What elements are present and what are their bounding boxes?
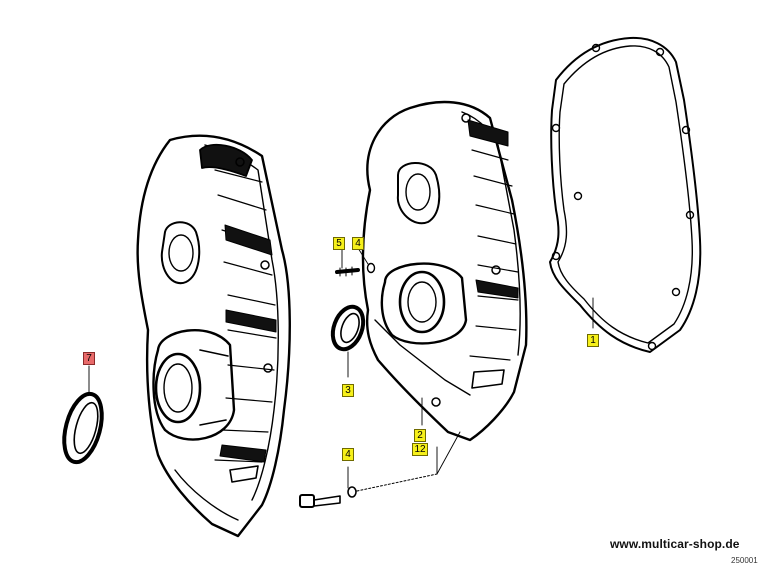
callout-7[interactable]: 7 [83, 352, 95, 365]
callout-4-long-bolt[interactable]: 4 [342, 448, 354, 461]
callout-4-small-screw[interactable]: 4 [352, 237, 364, 250]
callout-3[interactable]: 3 [342, 384, 354, 397]
website-watermark: www.multicar-shop.de [610, 537, 740, 551]
leader-lines [88, 247, 594, 489]
timing-cover-outer-view [136, 134, 291, 538]
callout-5[interactable]: 5 [333, 237, 345, 250]
drawing-number: 250001 [731, 556, 758, 565]
outer-seal-ring [62, 391, 104, 465]
callout-12[interactable]: 12 [412, 443, 428, 456]
gasket [549, 36, 702, 353]
shaft-seal-ring [330, 304, 366, 352]
timing-cover-inner-view [361, 100, 528, 442]
long-bolt [299, 473, 438, 508]
callout-1[interactable]: 1 [587, 334, 599, 347]
screw-small [335, 262, 376, 277]
callout-2[interactable]: 2 [414, 429, 426, 442]
